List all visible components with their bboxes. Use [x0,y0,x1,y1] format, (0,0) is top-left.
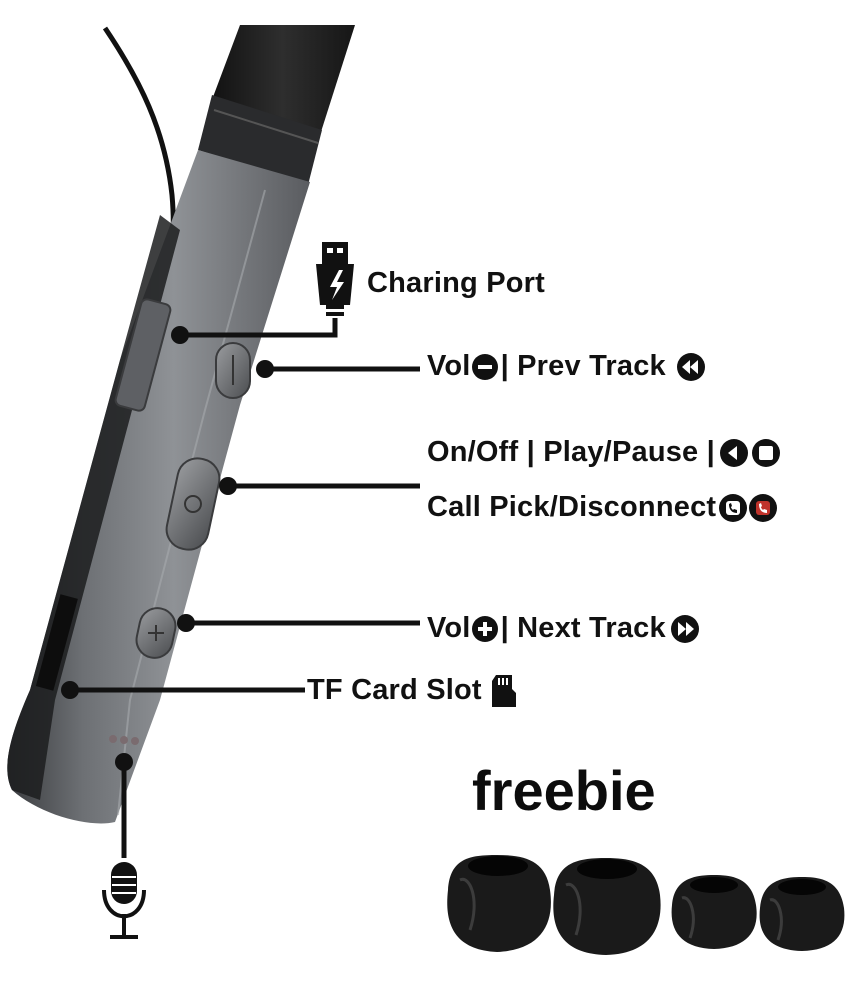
ear-tip-small-2 [759,877,845,951]
ear-tip-small-1 [671,875,757,949]
power-label: On/Off | Play/Pause | [427,436,781,469]
vol-plus-label: Vol | Next Track [427,612,700,645]
rewind-icon [676,352,705,381]
play-circle-icon [719,438,748,467]
tf-card-slot [35,594,78,691]
phone-pick-icon [719,493,748,522]
leader-lines [61,318,420,858]
forward-icon [670,614,699,643]
ear-tip-large-1 [447,855,551,952]
usb-plug-icon [316,242,354,316]
microphone-icon [102,862,146,939]
vol-minus-label: Vol | Prev Track [427,350,706,383]
collar-ring [198,95,322,185]
freebie-heading: freebie [472,759,656,822]
tf-card-label: TF Card Slot [307,674,516,707]
phone-hangup-icon [749,493,778,522]
minus-circle-icon [471,353,498,380]
plus-circle-icon [471,615,498,642]
usb-port [114,298,172,412]
device-body [7,150,310,824]
ear-tip-large-2 [553,858,661,955]
ear-tips-image [447,855,845,955]
sd-card-icon [491,674,516,707]
power-button [165,457,221,551]
mic-hole [109,735,117,743]
call-label: Call Pick/Disconnect [427,491,778,524]
stop-square-icon [751,438,780,467]
charging-port-label: Charing Port [367,267,546,299]
